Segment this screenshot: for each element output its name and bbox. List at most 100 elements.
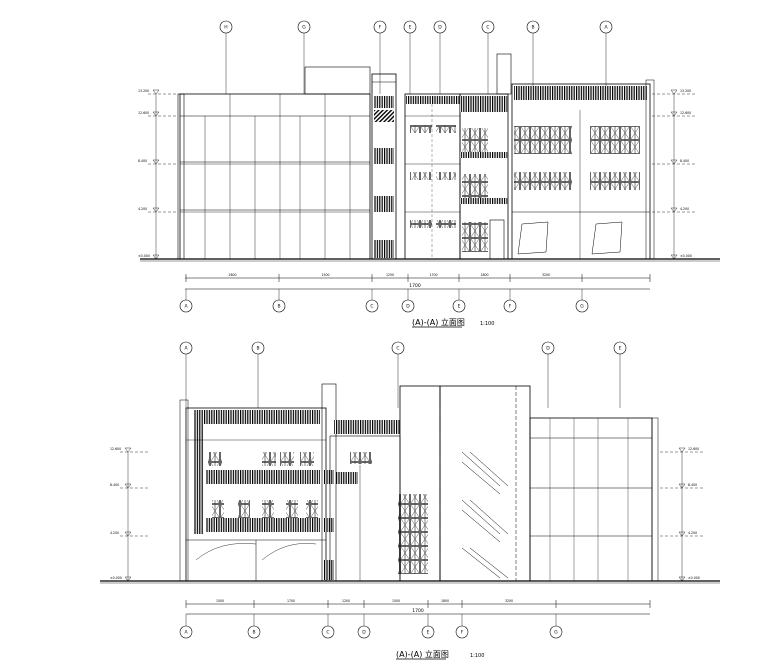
level-label-left: 12.600 [110,447,121,451]
axis-bubble [357,625,371,639]
left-balcony-block [179,399,327,582]
axis-bubble [455,625,469,639]
central-stair-block [359,385,531,582]
axis-bubble [452,299,466,313]
hatched-column [321,383,401,582]
middle-window-block [404,93,461,260]
axis-bubble [575,299,589,313]
axis-bubble [549,625,563,639]
dimension-segment-label: 1200 [342,599,350,603]
axis-bubble-label: G [580,304,584,310]
axis-bubble [365,299,379,313]
axis-bubble-label: E [409,25,412,31]
axis-bubble-label: D [406,304,410,310]
level-label-left: 13.200 [138,89,149,93]
axis-bubble-label: H [224,25,227,31]
axis-bubble [391,341,405,355]
dimension-segment-label: 2600 [228,273,236,277]
elevation-1-dimension-line: 1700 [185,277,650,290]
axis-bubble [403,20,417,34]
axis-bubble [373,20,387,34]
level-label-left: ±0.000 [138,254,150,258]
level-label-left: 8.400 [138,159,147,163]
elevation-2-scale: 1:100 [470,653,484,659]
axis-bubble [297,20,311,34]
dimension-segment-label: 1500 [216,599,224,603]
axis-bubble [247,625,261,639]
axis-bubble [526,20,540,34]
axis-bubble [321,625,335,639]
left-curtain-wall-block [177,66,371,260]
axis-bubble-label: B [531,25,534,31]
level-label-right: ±0.000 [680,254,692,258]
axis-bubble [613,341,627,355]
elevation-2-dim-total: 1700 [412,608,424,614]
level-label-right: 4.200 [688,531,697,535]
axis-bubble [401,299,415,313]
elevation-1: H G F E D C B A [138,20,720,328]
axis-bubble [503,299,517,313]
elevation-2-bottom-axis-bubbles: A B C D E F G [179,614,563,639]
axis-bubble [219,20,233,34]
level-label-right: 12.600 [680,111,691,115]
elevation-2-dimension-line: 1700 [186,603,650,615]
axis-bubble-label: E [427,630,430,636]
axis-bubble-label: B [277,304,280,310]
axis-bubble-label: C [326,630,329,636]
level-label-right: 12.600 [688,447,699,451]
dimension-segment-label: 1500 [392,599,400,603]
axis-bubble-label: B [256,346,259,352]
axis-bubble [541,341,555,355]
axis-bubble [251,341,265,355]
level-label-left: 12.600 [138,111,149,115]
elevation-1-title: (A)-(A) 立面图 [412,317,465,327]
axis-bubble [179,625,193,639]
axis-bubble-label: A [184,630,188,636]
axis-bubble [433,20,447,34]
level-label-right: 8.400 [680,159,689,163]
level-label-left: 4.200 [110,531,119,535]
axis-bubble-label: C [486,25,489,31]
dimension-segment-label: 1700 [429,273,437,277]
right-curtain-wall-block [529,417,659,582]
axis-bubble-label: E [619,346,622,352]
axis-bubble [179,299,193,313]
level-label-left: 8.400 [110,483,119,487]
axis-bubble-label: F [509,304,512,310]
axis-bubble-label: D [362,630,366,636]
level-label-right: 13.200 [680,89,691,93]
elevation-2-title: (A)-(A) 立面图 [396,649,449,659]
right-block [511,79,655,260]
axis-bubble-label: A [604,25,608,31]
elevation-1-bottom-axis-bubbles: A B C D E F G [179,289,589,313]
level-label-right: 8.400 [688,483,697,487]
axis-bubble-label: C [370,304,373,310]
axis-bubble-label: C [396,346,399,352]
axis-bubble-label: F [461,630,464,636]
axis-bubble-label: G [554,630,558,636]
axis-bubble [421,625,435,639]
stair-core-column [371,73,397,260]
axis-bubble-label: A [184,304,188,310]
dimension-segment-label: 3200 [505,599,513,603]
axis-bubble-label: F [379,25,382,31]
elevation-2: 12.600 12.600 8.400 8.400 4.200 4.200 ±0.000 ±0… [100,341,720,660]
dimension-segment-label: 1800 [480,273,488,277]
elevation-2-level-marks: 12.600 12.600 8.400 8.400 4.200 4.200 ±0.000 ±0… [110,447,705,582]
level-label-right: ±0.000 [688,576,700,580]
axis-bubble-label: E [458,304,461,310]
axis-bubble-label: B [252,630,255,636]
level-label-left: 4.200 [138,207,147,211]
axis-bubble-label: A [184,346,188,352]
axis-bubble [272,299,286,313]
axis-bubble [599,20,613,34]
elevation-1-scale: 1:100 [480,321,494,327]
dimension-segment-label: 1500 [321,273,329,277]
dimension-segment-label: 1700 [287,599,295,603]
stair-tower-block [459,53,512,260]
level-label-left: ±0.000 [110,576,122,580]
